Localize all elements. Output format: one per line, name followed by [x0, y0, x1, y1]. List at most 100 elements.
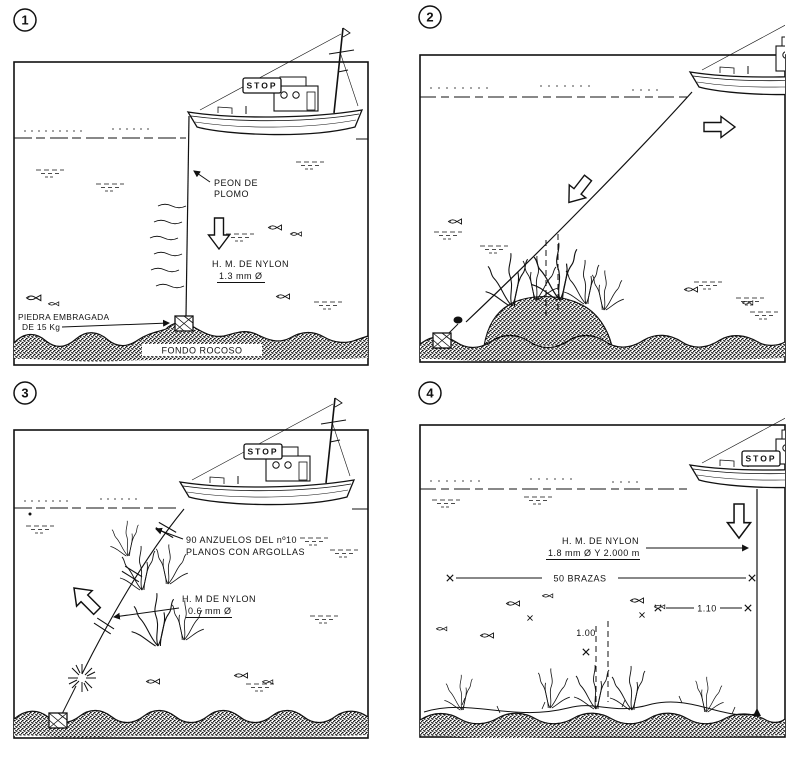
- ripple-icon: [749, 311, 779, 320]
- fish-icon: [448, 218, 462, 225]
- panel-4: 4 STOP H. M. DE NYLON 1.8 mm Ø Y 2.000 m: [418, 380, 786, 739]
- down-arrow-icon: [207, 217, 231, 250]
- down-arrow-icon: [726, 503, 752, 539]
- fish-group: [146, 672, 274, 685]
- fish-icon: [234, 672, 248, 679]
- stop-sign: STOP: [741, 450, 781, 467]
- spacing-110: 1.10: [654, 604, 752, 614]
- x-mark-icon: [446, 574, 454, 582]
- fish-icon: [542, 593, 554, 599]
- panel-4-border: [419, 424, 786, 738]
- boat: [689, 0, 785, 96]
- water-surface: [14, 128, 368, 140]
- stop-label: STOP: [247, 81, 278, 91]
- ripple-icon: [245, 683, 275, 692]
- panel-3: 3 STOP 90 ANZUELOS DEL nº10: [13, 381, 369, 739]
- water-surface: [420, 478, 688, 490]
- hook-droppers: [595, 621, 609, 706]
- seaweed-icon: [485, 252, 529, 307]
- x-mark-icon: [582, 648, 590, 656]
- leader-anzuelos: [155, 527, 184, 540]
- snood-ticks: [461, 695, 736, 715]
- ripple-marks: [431, 496, 553, 508]
- nylon-mainline: [185, 115, 190, 317]
- x-mark-icon: [527, 615, 533, 621]
- label-100: 1.00: [576, 628, 596, 638]
- ripple-icon: [433, 231, 463, 240]
- label-anzuelos-2: PLANOS CON ARGOLLAS: [186, 547, 305, 557]
- float-dot: [28, 512, 32, 516]
- panel-2: 2: [418, 0, 786, 363]
- burst-to-stone-line: [61, 685, 77, 715]
- ripple-marks: [35, 161, 343, 310]
- ripple-icon: [693, 281, 723, 290]
- seaweed-icon: [155, 543, 189, 585]
- down-left-arrow-icon: [559, 170, 597, 210]
- fish-icon: [506, 600, 520, 607]
- ripple-icon: [295, 161, 325, 170]
- water-surface: [14, 498, 368, 510]
- fish-icon: [276, 293, 290, 300]
- fish-icon: [630, 597, 644, 604]
- boat-clip: [689, 0, 785, 96]
- fish-icon: [268, 224, 282, 231]
- ripple-icon: [313, 301, 343, 310]
- fondo-label: FONDO ROCOSO: [142, 344, 262, 356]
- seabed: [419, 334, 786, 362]
- leader-piedra: [61, 319, 171, 328]
- x-mark-icon: [748, 574, 756, 582]
- fish-icon: [684, 286, 698, 293]
- ripple-icon: [329, 549, 359, 558]
- boat-clip: [689, 380, 785, 489]
- up-left-arrow-icon: [65, 579, 106, 620]
- nylon-mainline: [81, 508, 185, 675]
- seabed: [419, 712, 786, 739]
- seaweed-icon: [444, 674, 473, 711]
- fish-group: [448, 218, 754, 306]
- fish-icon: [435, 626, 448, 632]
- panel-4-number: 4: [426, 386, 434, 401]
- ripple-icon: [479, 245, 509, 254]
- lead-weight: [453, 316, 463, 324]
- label-anzuelos-1: 90 ANZUELOS DEL nº10: [186, 535, 297, 545]
- panel-1: 1 STOP PEON DE PLOMO H. M. DE NYLON 1.3 …: [13, 8, 369, 366]
- ripple-icon: [523, 496, 553, 505]
- ripple-icon: [299, 537, 329, 546]
- fish-icon: [289, 231, 302, 237]
- label-nylon-2: 0.6 mm Ø: [188, 606, 232, 616]
- bottom-longline: [423, 701, 757, 716]
- rock-mound: [483, 295, 613, 347]
- x-mark-icon: [639, 612, 645, 618]
- seaweed-icon: [695, 676, 724, 713]
- ripple-icon: [431, 499, 461, 508]
- label-nylon-1: H. M. DE NYLON: [212, 259, 289, 269]
- seaweed-group: [444, 664, 724, 713]
- brazas-measure: 50 BRAZAS: [446, 574, 756, 584]
- fish-group: [435, 593, 666, 639]
- fish-icon: [25, 294, 42, 302]
- x-mark-icon: [744, 604, 752, 612]
- ripple-marks: [433, 231, 779, 320]
- fish-icon: [146, 678, 160, 685]
- panel-2-border: [419, 54, 786, 363]
- seaweed-icon: [110, 520, 139, 557]
- seaweed-icon: [522, 255, 559, 301]
- hook-droppers: [545, 234, 559, 316]
- panel-2-number: 2: [426, 10, 433, 25]
- label-peon-1: PEON DE: [214, 178, 258, 188]
- label-nylon-2: 1.3 mm Ø: [219, 271, 263, 281]
- water-surface: [420, 85, 688, 98]
- ripple-icon: [309, 615, 339, 624]
- panel-1-border: [13, 61, 369, 366]
- label-piedra-1: PIEDRA EMBRAGADA: [18, 312, 109, 322]
- panel-3-number-badge: 3: [13, 381, 37, 405]
- label-brazas: 50 BRAZAS: [553, 574, 606, 584]
- label-peon-2: PLOMO: [214, 189, 249, 199]
- line-anchor: [753, 708, 761, 716]
- seaweed-icon: [537, 667, 571, 709]
- label-110: 1.10: [697, 604, 717, 614]
- seabed: [13, 709, 369, 738]
- right-arrow-icon: [703, 115, 736, 139]
- stone-icon: [432, 332, 452, 349]
